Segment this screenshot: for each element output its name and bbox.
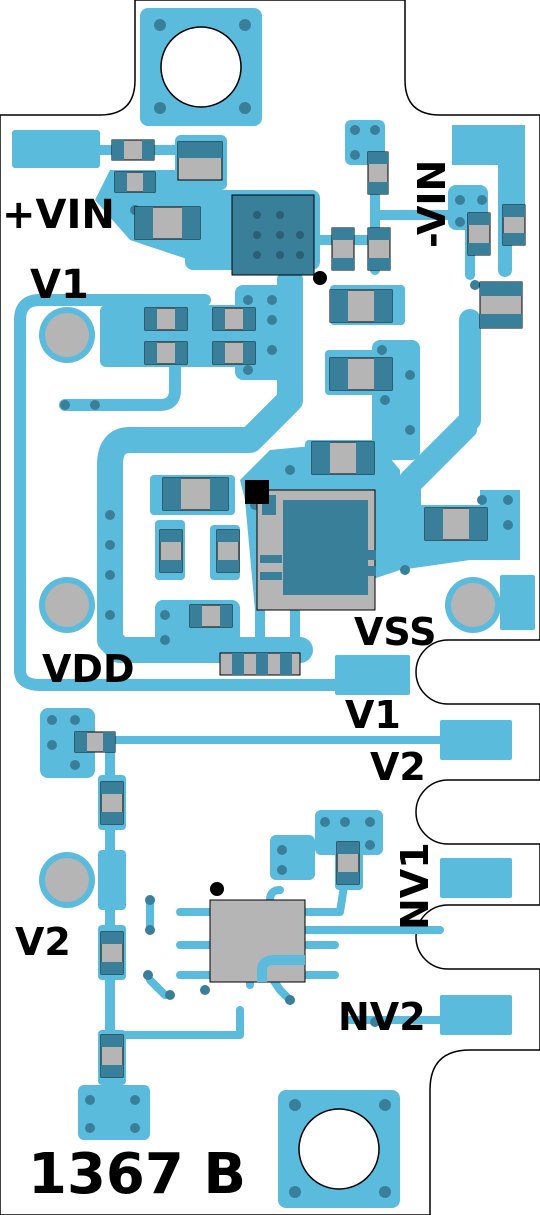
resistor-r1: [111, 139, 155, 161]
lower-ic-pad-small: [270, 835, 315, 880]
mounting-holes: [160, 26, 380, 1190]
nv1-connector: [440, 858, 512, 898]
trace-vdd-link: [59, 339, 181, 411]
v1-connector: [335, 655, 410, 695]
label-v1-top: V1: [30, 262, 89, 308]
resistor-r13: [216, 529, 240, 573]
capacitor-c8: [424, 507, 488, 541]
test-points: [39, 307, 501, 908]
label-v2-right: V2: [370, 745, 426, 789]
trace-vdd: [97, 267, 313, 663]
resistor-r20: [336, 841, 360, 885]
label-nv1: NV1: [393, 842, 437, 930]
resistor-r6: [467, 212, 491, 256]
resistor-r11: [212, 341, 256, 365]
resistor-r18: [100, 931, 124, 975]
trace-right-diag: [399, 309, 481, 531]
resistor-r7: [502, 204, 526, 246]
resistor-r16: [74, 731, 116, 753]
label-board-id: 1367 B: [28, 1142, 246, 1207]
resistor-r3: [367, 151, 389, 195]
trace-v1-loop: [14, 294, 351, 691]
label-v1-right: V1: [345, 693, 401, 737]
pin1-marker-u3: [210, 882, 224, 896]
lower-left-res2: [98, 850, 126, 910]
label-vss: VSS: [354, 610, 436, 654]
resistor-r17: [100, 781, 124, 825]
components: [74, 139, 526, 1078]
v1-right-pad: [235, 285, 287, 380]
v2-connector: [440, 720, 512, 760]
resistor-r2: [114, 171, 156, 193]
resistor-r4: [331, 227, 355, 271]
resistor-r8: [144, 307, 188, 331]
vias: [47, 19, 513, 1198]
pin1-marker-u1: [313, 271, 327, 285]
label-plus-vin: +VIN: [2, 192, 115, 238]
resistor-r12: [159, 529, 183, 573]
ic-u2: [256, 489, 376, 611]
capacitor-c6: [311, 441, 375, 475]
hole-bottom: [298, 1108, 380, 1190]
v2-top-pad: [40, 708, 95, 778]
capacitor-c7: [162, 477, 229, 511]
resistor-r15: [219, 652, 301, 676]
label-vdd: VDD: [42, 647, 135, 691]
trace-lower-ic: [106, 876, 444, 1039]
plus-vin-pad: [12, 130, 100, 168]
label-nv2: NV2: [338, 995, 426, 1039]
capacitor-c4: [329, 289, 393, 323]
capacitor-c3: [479, 281, 523, 329]
resistor-r9: [212, 307, 256, 331]
capacitor-c5: [329, 357, 393, 391]
capacitor-c1: [177, 141, 223, 181]
resistor-r19: [100, 1034, 124, 1078]
hole-top: [160, 26, 242, 108]
label-v2-left: V2: [15, 920, 71, 964]
resistor-r10: [144, 341, 188, 365]
ic-u3: [209, 899, 306, 983]
nv2-connector: [440, 995, 512, 1035]
resistor-r5: [367, 227, 391, 271]
silkscreen: +VIN -VIN V1 VDD VSS V1 V2 NV1 V2 NV2 13…: [2, 160, 454, 1207]
resistor-r14: [189, 604, 233, 628]
pin1-marker-u2: [245, 480, 269, 504]
vss-connector: [500, 575, 535, 630]
capacitor-c2: [134, 206, 201, 240]
ic-u1: [231, 194, 315, 276]
label-minus-vin: -VIN: [410, 160, 454, 248]
